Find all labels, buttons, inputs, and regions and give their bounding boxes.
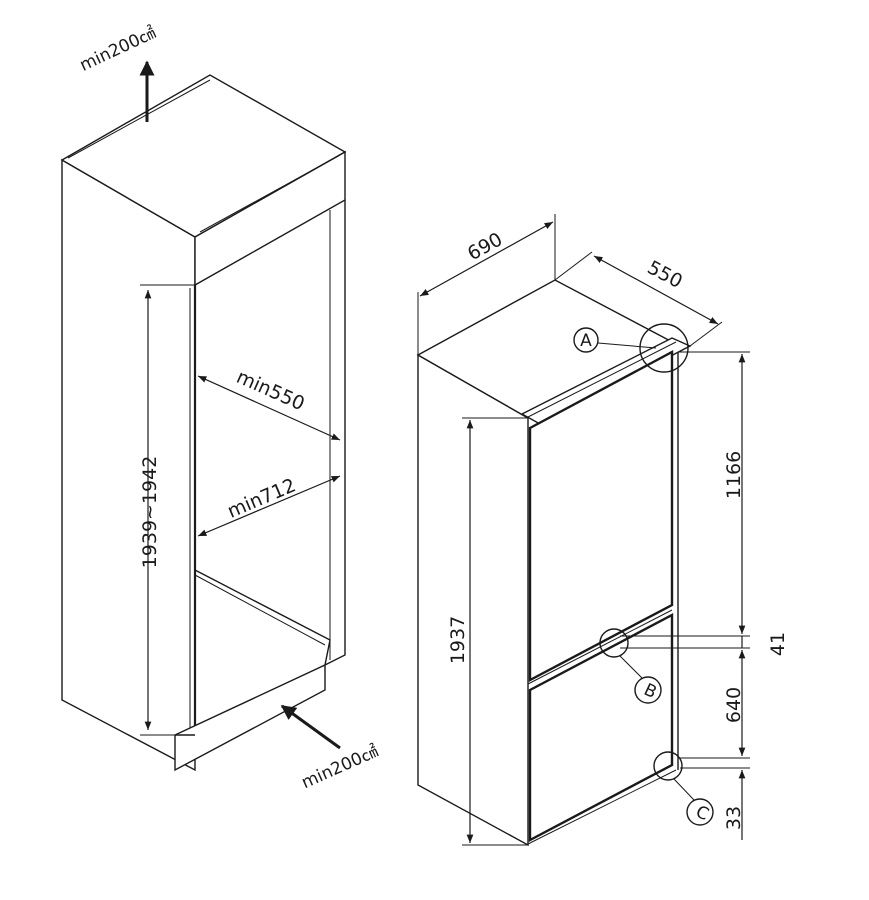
detail-a-circle bbox=[639, 323, 689, 373]
niche-width-dimension bbox=[197, 475, 341, 537]
niche-height-label: 1939~1942 bbox=[139, 456, 161, 569]
vent-bottom-arrow bbox=[280, 704, 341, 750]
cabinet-plinth bbox=[174, 663, 326, 772]
vent-bottom-label: min200㎠ bbox=[299, 742, 382, 793]
width-dimension bbox=[419, 221, 554, 297]
gap-label: 41 bbox=[767, 632, 789, 656]
lower-height-label: 640 bbox=[723, 687, 745, 723]
cabinet-side-panel bbox=[61, 158, 196, 772]
niche-depth-label: min550 bbox=[233, 366, 308, 415]
niche-width-label: min712 bbox=[224, 474, 299, 522]
niche-depth-dimension bbox=[197, 375, 341, 441]
detail-a-marker bbox=[573, 327, 599, 353]
detail-c-marker bbox=[686, 798, 714, 826]
depth-label: 550 bbox=[644, 256, 686, 292]
appliance: 690 550 A 1937 1166 41 640 33 bbox=[416, 214, 789, 847]
detail-c-circle bbox=[653, 751, 683, 781]
detail-b-marker bbox=[634, 676, 662, 704]
upper-height-label: 1166 bbox=[723, 451, 745, 499]
total-height-label: 1937 bbox=[447, 616, 469, 664]
detail-b-circle bbox=[599, 628, 629, 658]
lower-door bbox=[528, 613, 674, 842]
appliance-side-panel bbox=[417, 353, 529, 847]
cabinet-niche: 1939~1942 min550 min712 min200㎠ min200㎠ bbox=[60, 23, 382, 793]
detail-a-label: A bbox=[580, 331, 592, 351]
depth-dimension bbox=[593, 255, 719, 325]
upper-door bbox=[528, 349, 674, 682]
base-height-label: 33 bbox=[723, 806, 745, 830]
